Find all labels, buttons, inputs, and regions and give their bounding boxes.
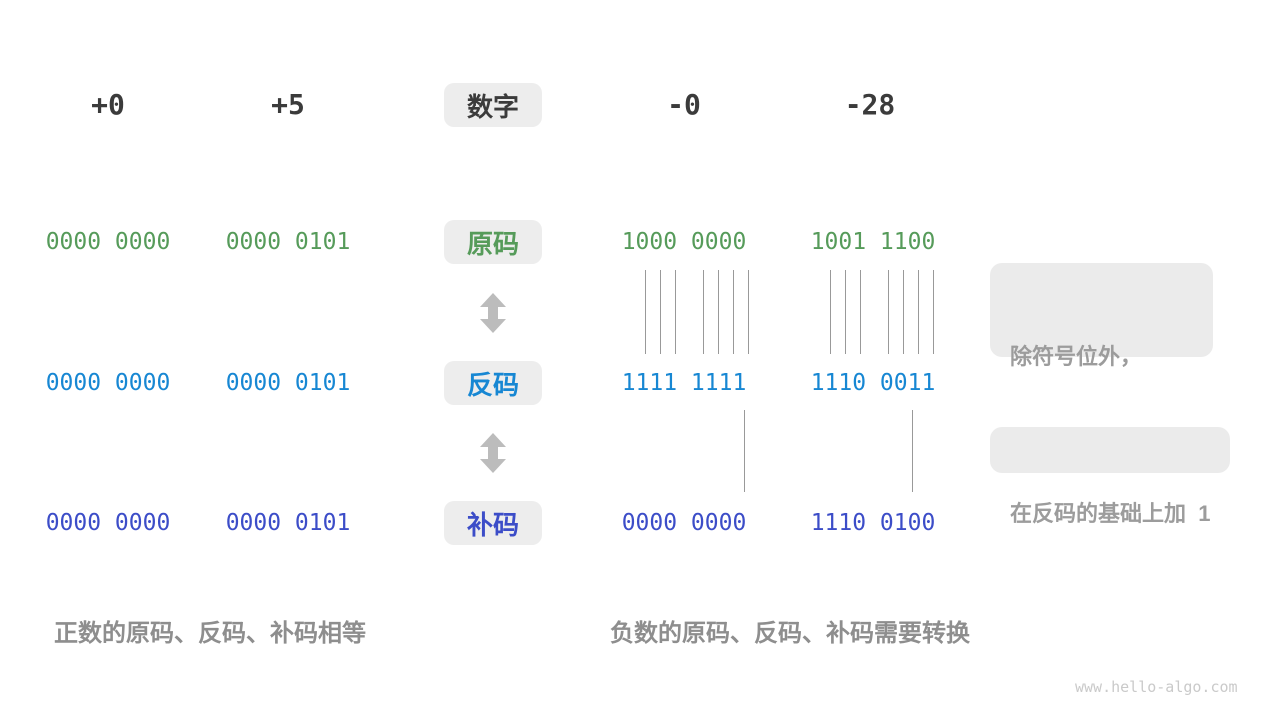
watermark-url: www.hello-algo.com [1075, 678, 1238, 696]
bit-connector-line [845, 270, 846, 354]
header-number-minus0: -0 [667, 88, 701, 121]
twos-complement-value-minus28: 1110 0100 [810, 510, 936, 536]
bit-connector-line [860, 270, 861, 354]
bit-connector-line [675, 270, 676, 354]
twos-complement-value-plus5: 0000 0101 [225, 510, 351, 536]
bit-connector-line [933, 270, 934, 354]
sign-magnitude-value-minus0: 1000 0000 [621, 229, 747, 255]
bit-connector-line [748, 270, 749, 354]
bit-connector-line [918, 270, 919, 354]
add-one-annotation-text: 在反码的基础上加 1 [1010, 501, 1211, 526]
bit-connector-line [830, 270, 831, 354]
bit-connector-line [660, 270, 661, 354]
carry-connector-line [912, 410, 913, 492]
ones-complement-value-plus5: 0000 0101 [225, 370, 351, 396]
flip-bits-annotation-line1: 除符号位外， [1010, 344, 1143, 369]
bit-connector-line [733, 270, 734, 354]
flip-bits-annotation: 除符号位外， 对其余所有位取反 [990, 263, 1213, 465]
sign-magnitude-value-minus28: 1001 1100 [810, 229, 936, 255]
bit-connector-line [903, 270, 904, 354]
bit-connector-line [645, 270, 646, 354]
ones-complement-label-box: 反码 [444, 361, 542, 405]
negative-numbers-caption: 负数的原码、反码、补码需要转换 [610, 620, 970, 647]
updown-arrow-icon [480, 433, 506, 473]
header-number-plus5: +5 [271, 88, 305, 121]
twos-complement-label-box: 补码 [444, 501, 542, 545]
updown-arrow-icon [480, 293, 506, 333]
twos-complement-value-plus0: 0000 0000 [45, 510, 171, 536]
twos-complement-value-minus0: 0000 0000 [621, 510, 747, 536]
sign-magnitude-value-plus5: 0000 0101 [225, 229, 351, 255]
bit-connector-line [718, 270, 719, 354]
header-label-box: 数字 [444, 83, 542, 127]
positive-numbers-caption: 正数的原码、反码、补码相等 [54, 620, 366, 647]
ones-complement-value-minus28: 1110 0011 [810, 370, 936, 396]
header-number-minus28: -28 [844, 88, 896, 121]
sign-magnitude-label-box: 原码 [444, 220, 542, 264]
add-one-annotation: 在反码的基础上加 1 [990, 427, 1231, 526]
sign-magnitude-label: 原码 [466, 228, 519, 259]
header-label: 数字 [466, 91, 519, 122]
ones-complement-label: 反码 [466, 369, 519, 400]
ones-complement-value-plus0: 0000 0000 [45, 370, 171, 396]
sign-magnitude-value-plus0: 0000 0000 [45, 229, 171, 255]
bit-connector-line [888, 270, 889, 354]
twos-complement-label: 补码 [466, 509, 519, 540]
ones-complement-value-minus0: 1111 1111 [621, 370, 747, 396]
header-number-plus0: +0 [91, 88, 125, 121]
carry-connector-line [744, 410, 745, 492]
bit-connector-line [703, 270, 704, 354]
